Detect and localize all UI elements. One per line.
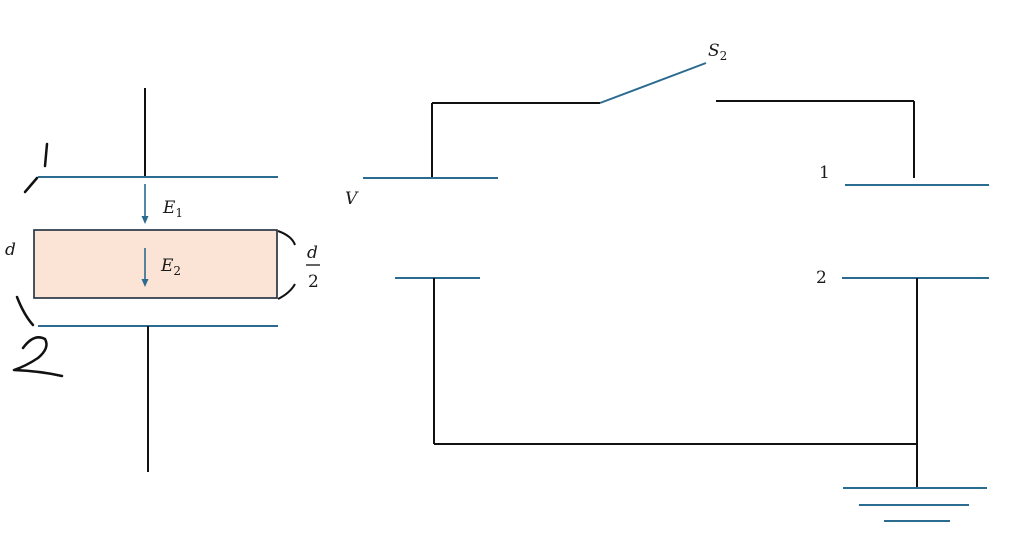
label-source-v: V — [345, 189, 359, 209]
label-slab-numerator: d — [307, 243, 318, 263]
ground-symbol — [843, 487, 987, 522]
label-switch-s2: S2 — [708, 41, 727, 63]
capacitor-detail: E1 E2 d d 2 — [5, 88, 320, 472]
label-plate-1: 1 — [819, 163, 830, 183]
label-plate-2: 2 — [816, 268, 827, 288]
switch-s2 — [599, 62, 707, 104]
handwritten-plate-1-mark — [23, 142, 49, 194]
label-e1: E1 — [162, 198, 183, 220]
dielectric-slab — [33, 229, 278, 299]
label-e2: E2 — [160, 256, 181, 278]
field-arrow-e1-head — [141, 216, 149, 224]
field-arrow-e2-head — [141, 279, 149, 287]
slab-thickness-brace — [277, 230, 296, 300]
label-slab-denominator: 2 — [308, 272, 319, 292]
label-gap-d: d — [5, 240, 16, 260]
circuit: S2 V 1 2 — [345, 41, 989, 522]
handwritten-plate-2-mark — [12, 295, 64, 378]
